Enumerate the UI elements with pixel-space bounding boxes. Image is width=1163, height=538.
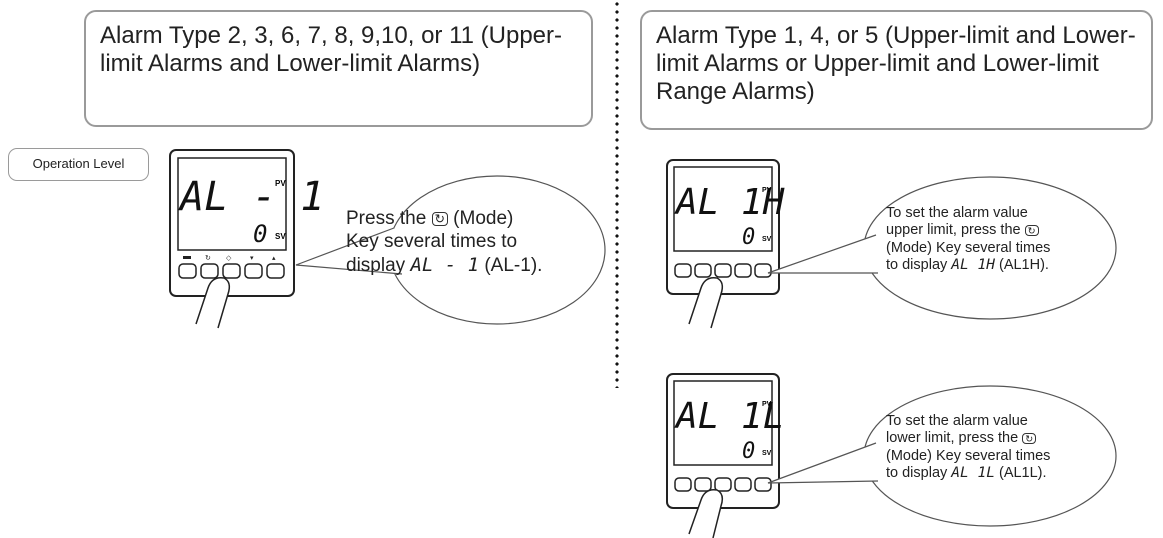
pv-label: PV — [275, 179, 286, 188]
callout-bubble — [295, 175, 606, 325]
up-key[interactable] — [754, 477, 772, 492]
mode-key[interactable] — [694, 477, 712, 492]
key-3[interactable] — [714, 263, 732, 278]
up-key[interactable] — [754, 263, 772, 278]
pv-display: AL 1H — [674, 182, 785, 223]
callout-upper: To set the alarm value upper limit, pres… — [766, 175, 1156, 325]
controller-device-upper: AL 1H PV 0 SV — [666, 159, 785, 329]
finger-icon — [688, 276, 724, 329]
key-3[interactable] — [222, 263, 241, 279]
mode-key-icon: ↻ — [1022, 432, 1037, 445]
alarm-type-left-title: Alarm Type 2, 3, 6, 7, 8, 9,10, or 11 (U… — [84, 10, 593, 127]
up-key[interactable] — [266, 263, 285, 279]
sv-display: 0 — [253, 220, 267, 248]
sv-label: SV — [762, 450, 772, 457]
controller-device-lower: AL 1L PV 0 SV — [666, 373, 784, 538]
pv-display: AL - 1 — [177, 174, 325, 220]
controller-device-left: AL - 1 PV 0 SV ↻ ◇ ▾ ▴ — [169, 149, 325, 329]
down-arrow-icon: ▾ — [250, 255, 254, 262]
down-key[interactable] — [734, 263, 752, 278]
sv-label: SV — [762, 236, 772, 243]
up-arrow-icon: ▴ — [272, 255, 276, 262]
key-1[interactable] — [674, 263, 692, 278]
operation-level-tag: Operation Level — [8, 148, 149, 181]
callout-lower: To set the alarm value lower limit, pres… — [766, 383, 1156, 533]
down-key[interactable] — [734, 477, 752, 492]
key-3[interactable] — [714, 477, 732, 492]
sv-label: SV — [275, 232, 286, 241]
mode-key-icon: ↻ — [1024, 224, 1039, 237]
down-key[interactable] — [244, 263, 263, 279]
pv-display: AL 1L — [674, 396, 784, 437]
callout-bubble — [767, 176, 1117, 320]
section-divider — [615, 0, 619, 388]
sv-display: 0 — [742, 439, 755, 464]
key-1[interactable] — [674, 477, 692, 492]
mode-key-icon: ↻ — [205, 255, 211, 262]
mode-key[interactable] — [694, 263, 712, 278]
sv-display: 0 — [742, 225, 755, 250]
callout-left: Press the ↻ (Mode) Key several times to … — [290, 170, 610, 330]
pv-label: PV — [762, 187, 772, 194]
mode-key[interactable] — [200, 263, 219, 279]
shift-key-icon: ◇ — [226, 255, 232, 262]
level-key-icon — [183, 256, 191, 259]
finger-icon — [688, 488, 724, 538]
pv-label: PV — [762, 401, 772, 408]
right-title-text: Alarm Type 1, 4, or 5 (Upper-limit and L… — [656, 22, 1136, 105]
left-title-text: Alarm Type 2, 3, 6, 7, 8, 9,10, or 11 (U… — [100, 22, 563, 77]
mode-key-icon: ↻ — [431, 211, 448, 227]
key-1[interactable] — [178, 263, 197, 279]
alarm-type-right-title: Alarm Type 1, 4, or 5 (Upper-limit and L… — [640, 10, 1153, 130]
finger-icon — [195, 276, 231, 329]
callout-bubble — [767, 385, 1117, 527]
